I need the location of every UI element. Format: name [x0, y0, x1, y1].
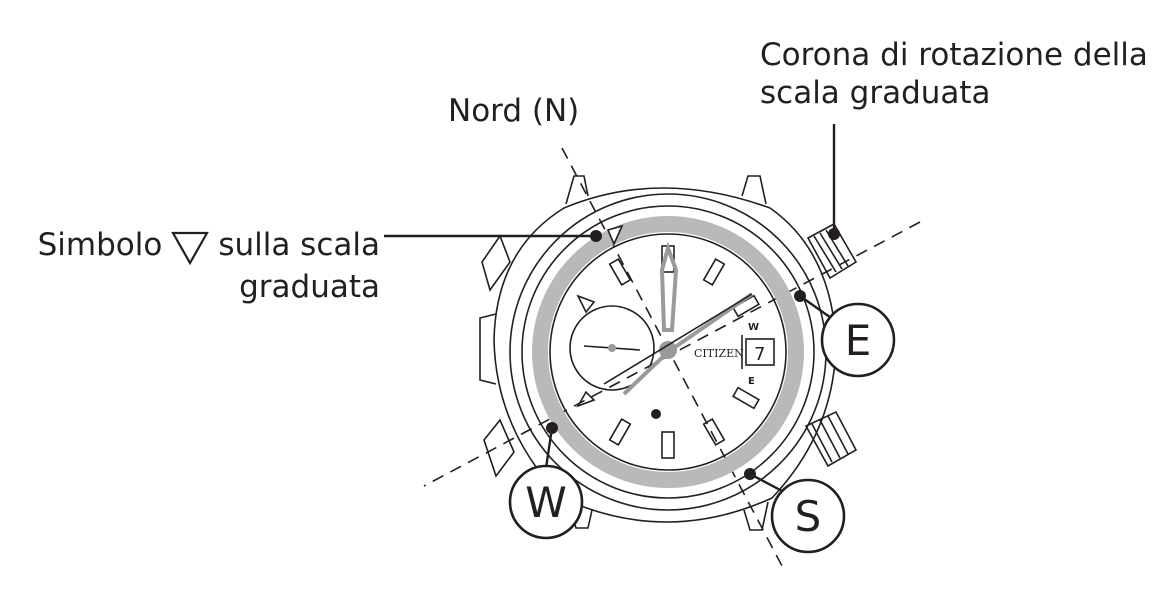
- lug-top-right: [741, 175, 767, 205]
- bezel-rotation-crown[interactable]: [806, 222, 858, 280]
- down-triangle-icon: [171, 231, 210, 265]
- label-bezel-crown-line1: Corona di rotazione della: [760, 37, 1148, 73]
- callout-w-letter: W: [525, 478, 567, 527]
- bezel-triangle-marker: [606, 224, 624, 246]
- dial: [549, 233, 787, 471]
- watch-hands: [622, 241, 754, 396]
- graduated-bezel: [532, 216, 804, 488]
- label-north: Nord (N): [448, 93, 580, 129]
- dot-simbolo: [590, 230, 602, 242]
- sub-dial: [569, 305, 655, 391]
- lug-bottom-right: [743, 501, 769, 531]
- callout-e-letter: E: [845, 316, 872, 365]
- callout-e: E: [820, 302, 896, 378]
- watch-case: [493, 187, 837, 523]
- brand-logo: CITIZEN: [694, 347, 744, 360]
- label-symbol-suffix: sulla scala: [218, 227, 380, 263]
- label-symbol: Simbolo sulla scala: [38, 226, 380, 266]
- lower-right-crown[interactable]: [804, 410, 858, 468]
- dot-corona: [828, 228, 840, 240]
- date-window: [745, 338, 775, 366]
- label-symbol-prefix: Simbolo: [37, 227, 163, 263]
- pusher-lower-left: [483, 418, 515, 478]
- bezel-outer: [521, 205, 815, 499]
- date-digit: 7: [754, 344, 765, 365]
- label-symbol-line2: graduata: [239, 269, 380, 305]
- pusher-upper-left: [481, 234, 511, 292]
- label-bezel-crown-line2: scala graduata: [760, 75, 991, 111]
- dot-e: [794, 290, 806, 302]
- hand-dark-line: [603, 293, 753, 385]
- label-bezel-crown: Corona di rotazione della scala graduata: [760, 36, 1148, 112]
- callout-s-letter: S: [795, 492, 822, 541]
- leader-e: [799, 295, 835, 321]
- callout-w: W: [508, 464, 584, 540]
- dot-w: [546, 422, 558, 434]
- dial-e-mark: E: [748, 376, 755, 387]
- dot-s: [744, 468, 756, 480]
- lug-top-left: [565, 175, 589, 205]
- center-pinion: [659, 341, 677, 359]
- dial-w-mark: W: [748, 322, 759, 333]
- leader-s: [749, 472, 785, 494]
- pusher-middle-left: [479, 313, 497, 385]
- small-dot: [651, 409, 661, 419]
- callout-s: S: [770, 478, 846, 554]
- leader-w: [544, 427, 554, 469]
- sub-dial-center: [608, 344, 616, 352]
